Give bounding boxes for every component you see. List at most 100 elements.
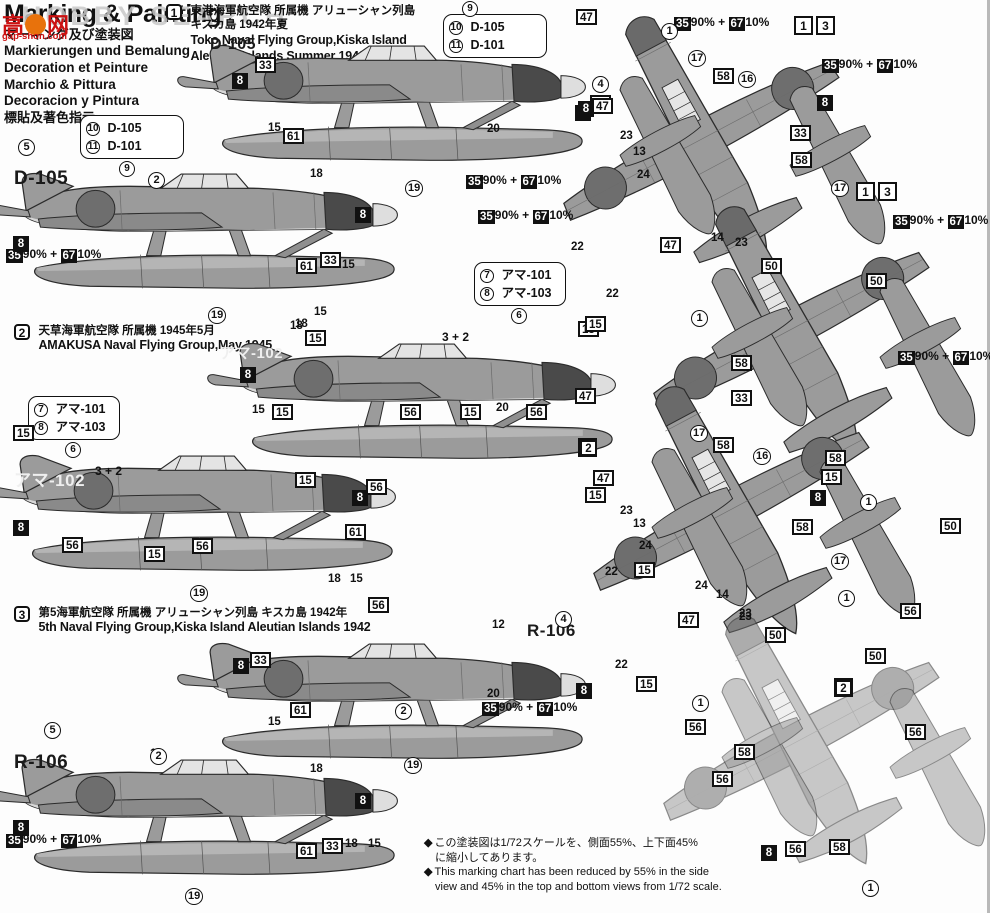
decal-legend-scheme1-lower: 10 D-105 11 D-101 9 <box>80 115 184 178</box>
callout-marker-2: 2 <box>395 703 412 720</box>
tail-code-scheme1-upper: D-105 <box>210 36 257 53</box>
decal-legend-scheme1-upper: 10 D-105 11 D-101 9 <box>443 1 547 59</box>
legend-code: D-105 <box>470 20 505 34</box>
watermark-logo: 高 网 <box>2 8 69 40</box>
paint-pct-b: 10% <box>893 57 918 71</box>
callout-marker-23: 23 <box>620 130 633 142</box>
callout-marker-14: 14 <box>716 589 729 601</box>
watermark-url: gap-shon.com <box>2 31 67 42</box>
callout-marker-22: 22 <box>606 288 619 300</box>
decal-legend-scheme2-lower: 7 アマ-101 8 アマ-103 6 <box>28 396 120 459</box>
callout-marker-33: 33 <box>255 57 276 73</box>
paint-pct-b: 10% <box>549 208 574 222</box>
callout-marker-61: 61 <box>296 258 317 274</box>
callout-marker-15: 15 <box>295 472 316 488</box>
paint-plus: + <box>510 173 518 187</box>
note-jp-line1: この塗装図は1/72スケールを、側面55%、上下面45% <box>434 837 698 849</box>
callout-marker-17: 17 <box>688 50 707 67</box>
callout-marker-12: 12 <box>492 619 505 631</box>
callout-marker-2: 2 <box>580 440 597 456</box>
page-title-fr: Decoration et Peinture <box>4 59 149 75</box>
callout-marker-32: 3 + 2 <box>95 464 123 478</box>
paint-pct-b: 10% <box>77 247 102 261</box>
callout-marker-15: 15 <box>268 122 281 134</box>
watermark-text: HOBBY SEARCH <box>22 1 289 31</box>
paint-pct-b: 10% <box>969 349 990 363</box>
legend-circle: 8 <box>480 287 494 302</box>
legend-row: 10 D-105 <box>86 119 176 137</box>
callout-marker-23: 23 <box>739 611 752 623</box>
callout-marker-15: 15 <box>144 546 165 562</box>
callout-marker-56: 56 <box>685 719 706 735</box>
callout-marker-18: 18 <box>345 838 358 850</box>
paint-pct-a: 90% <box>838 57 863 71</box>
callout-marker-56: 56 <box>192 538 213 554</box>
paint-plus: + <box>50 832 58 846</box>
callout-marker-32: 3 + 2 <box>442 330 470 344</box>
callout-marker-58: 58 <box>829 839 850 855</box>
callout-marker-8: 8 <box>578 101 594 117</box>
callout-marker-23: 23 <box>739 608 752 620</box>
callout-marker-20: 20 <box>496 402 509 414</box>
callout-marker-16: 16 <box>738 71 757 88</box>
watermark-logo-cn1: 高 <box>2 14 25 39</box>
callout-marker-56: 56 <box>905 724 926 740</box>
callout-marker-15: 15 <box>350 573 363 585</box>
paint-code-a: 35 <box>482 702 499 716</box>
scale-note: ◆この塗装図は1/72スケールを、側面55%、上下面45% に縮小してあります。… <box>424 836 722 895</box>
callout-marker-19: 19 <box>185 888 204 905</box>
paint-code-b: 67 <box>536 702 554 716</box>
scheme-heading-2: 2 天草海軍航空隊 所属機 1945年5月 AMAKUSA Naval Flyi… <box>14 324 272 354</box>
page-title-it: Marchio & Pittura <box>4 76 116 92</box>
callout-marker-5: 5 <box>44 722 61 739</box>
callout-marker-19: 19 <box>190 585 209 602</box>
legend-tail-circle: 6 <box>511 308 527 325</box>
scheme-number-1: 1 <box>166 4 182 20</box>
callout-marker-8: 8 <box>233 658 249 674</box>
callout-marker-61: 61 <box>283 128 304 144</box>
callout-marker-50: 50 <box>761 258 782 274</box>
callout-marker-22: 22 <box>571 241 584 253</box>
scheme-tag: 3 <box>878 182 897 201</box>
callout-marker-56: 56 <box>785 841 806 857</box>
tail-code-scheme2-upper: アマ-102 <box>220 345 284 362</box>
callout-marker-58: 58 <box>791 152 812 168</box>
callout-marker-1: 1 <box>661 23 678 40</box>
legend-row: 10 D-105 <box>449 18 539 36</box>
callout-marker-33: 33 <box>320 252 341 268</box>
callout-marker-33: 33 <box>250 652 271 668</box>
note-en-line2: view and 45% in the top and bottom views… <box>435 881 722 894</box>
scheme-tag-group-top1: 1 3 <box>794 16 835 35</box>
paint-code-a: 35 <box>6 249 23 263</box>
scheme-number-2: 2 <box>14 324 30 340</box>
paint-pct-a: 90% <box>690 15 715 29</box>
paint-code-a: 35 <box>674 17 691 31</box>
callout-marker-1: 1 <box>838 590 855 607</box>
callout-marker-17: 17 <box>831 180 850 197</box>
scheme-tag: 1 <box>856 182 875 201</box>
paint-pct-b: 10% <box>964 213 989 227</box>
callout-marker-13: 13 <box>633 518 646 530</box>
paint-code-a: 35 <box>898 351 915 365</box>
callout-marker-56: 56 <box>62 537 83 553</box>
callout-marker-22: 22 <box>615 659 628 671</box>
callout-marker-2: 2 <box>835 680 852 696</box>
legend-code: D-105 <box>107 121 142 135</box>
paint-pct-a: 90% <box>909 213 934 227</box>
callout-marker-1: 1 <box>862 880 879 897</box>
callout-marker-61: 61 <box>290 702 311 718</box>
note-bullet-icon: ◆ <box>424 837 433 849</box>
scheme-tag: 3 <box>816 16 835 35</box>
callout-marker-15: 15 <box>314 306 327 318</box>
paint-pct-a: 90% <box>914 349 939 363</box>
legend-row: 7 アマ-101 <box>480 266 558 284</box>
legend-row: 11 D-101 <box>86 137 176 155</box>
callout-marker-8: 8 <box>240 367 256 383</box>
legend-row: 8 アマ-103 <box>34 418 112 436</box>
paint-code-b: 67 <box>532 210 550 224</box>
